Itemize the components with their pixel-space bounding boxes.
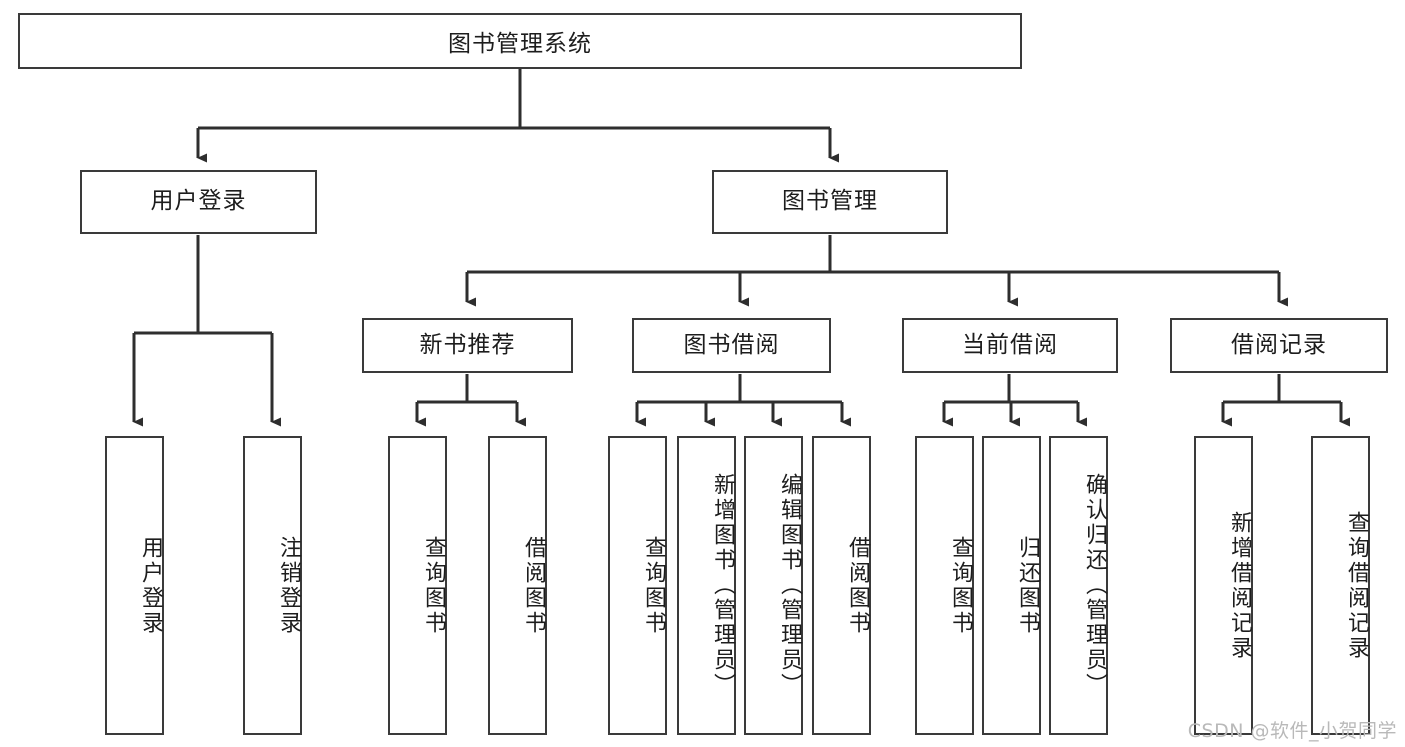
node-label: 归还图书	[1015, 535, 1040, 636]
node-user-login[interactable]: 用户登录	[80, 170, 317, 234]
node-label: 借阅图书	[845, 535, 870, 636]
node-label: 编辑图书（管理员）	[777, 473, 802, 698]
node-leaf-add-record[interactable]: 新增借阅记录	[1194, 436, 1253, 735]
node-label: 注销登录	[276, 535, 301, 636]
watermark: CSDN @软件_小贺同学	[1187, 720, 1397, 742]
node-leaf-edit-book[interactable]: 编辑图书（管理员）	[744, 436, 803, 735]
node-label: 查询图书	[948, 535, 973, 636]
node-borrow-record[interactable]: 借阅记录	[1170, 318, 1388, 373]
node-label: 新增图书（管理员）	[710, 473, 735, 698]
node-leaf-query-book-2[interactable]: 查询图书	[608, 436, 667, 735]
node-leaf-query-book-1[interactable]: 查询图书	[388, 436, 447, 735]
node-leaf-user-login[interactable]: 用户登录	[105, 436, 164, 735]
node-leaf-confirm-return[interactable]: 确认归还（管理员）	[1049, 436, 1108, 735]
node-label: 新增借阅记录	[1227, 510, 1252, 661]
node-leaf-borrow-book-2[interactable]: 借阅图书	[812, 436, 871, 735]
node-leaf-query-record[interactable]: 查询借阅记录	[1311, 436, 1370, 735]
node-label: 查询图书	[421, 535, 446, 636]
node-label: 查询图书	[641, 535, 666, 636]
node-book-borrow[interactable]: 图书借阅	[632, 318, 831, 373]
node-root-system[interactable]: 图书管理系统	[18, 13, 1022, 69]
node-leaf-return-book[interactable]: 归还图书	[982, 436, 1041, 735]
node-new-book-recommend[interactable]: 新书推荐	[362, 318, 573, 373]
node-current-borrow[interactable]: 当前借阅	[902, 318, 1118, 373]
node-leaf-borrow-book-1[interactable]: 借阅图书	[488, 436, 547, 735]
node-label: 借阅图书	[521, 535, 546, 636]
node-label: 用户登录	[138, 535, 163, 636]
node-leaf-add-book[interactable]: 新增图书（管理员）	[677, 436, 736, 735]
node-leaf-logout[interactable]: 注销登录	[243, 436, 302, 735]
node-label: 确认归还（管理员）	[1082, 473, 1107, 698]
node-label: 查询借阅记录	[1344, 510, 1369, 661]
node-leaf-query-book-3[interactable]: 查询图书	[915, 436, 974, 735]
node-book-manage[interactable]: 图书管理	[712, 170, 948, 234]
